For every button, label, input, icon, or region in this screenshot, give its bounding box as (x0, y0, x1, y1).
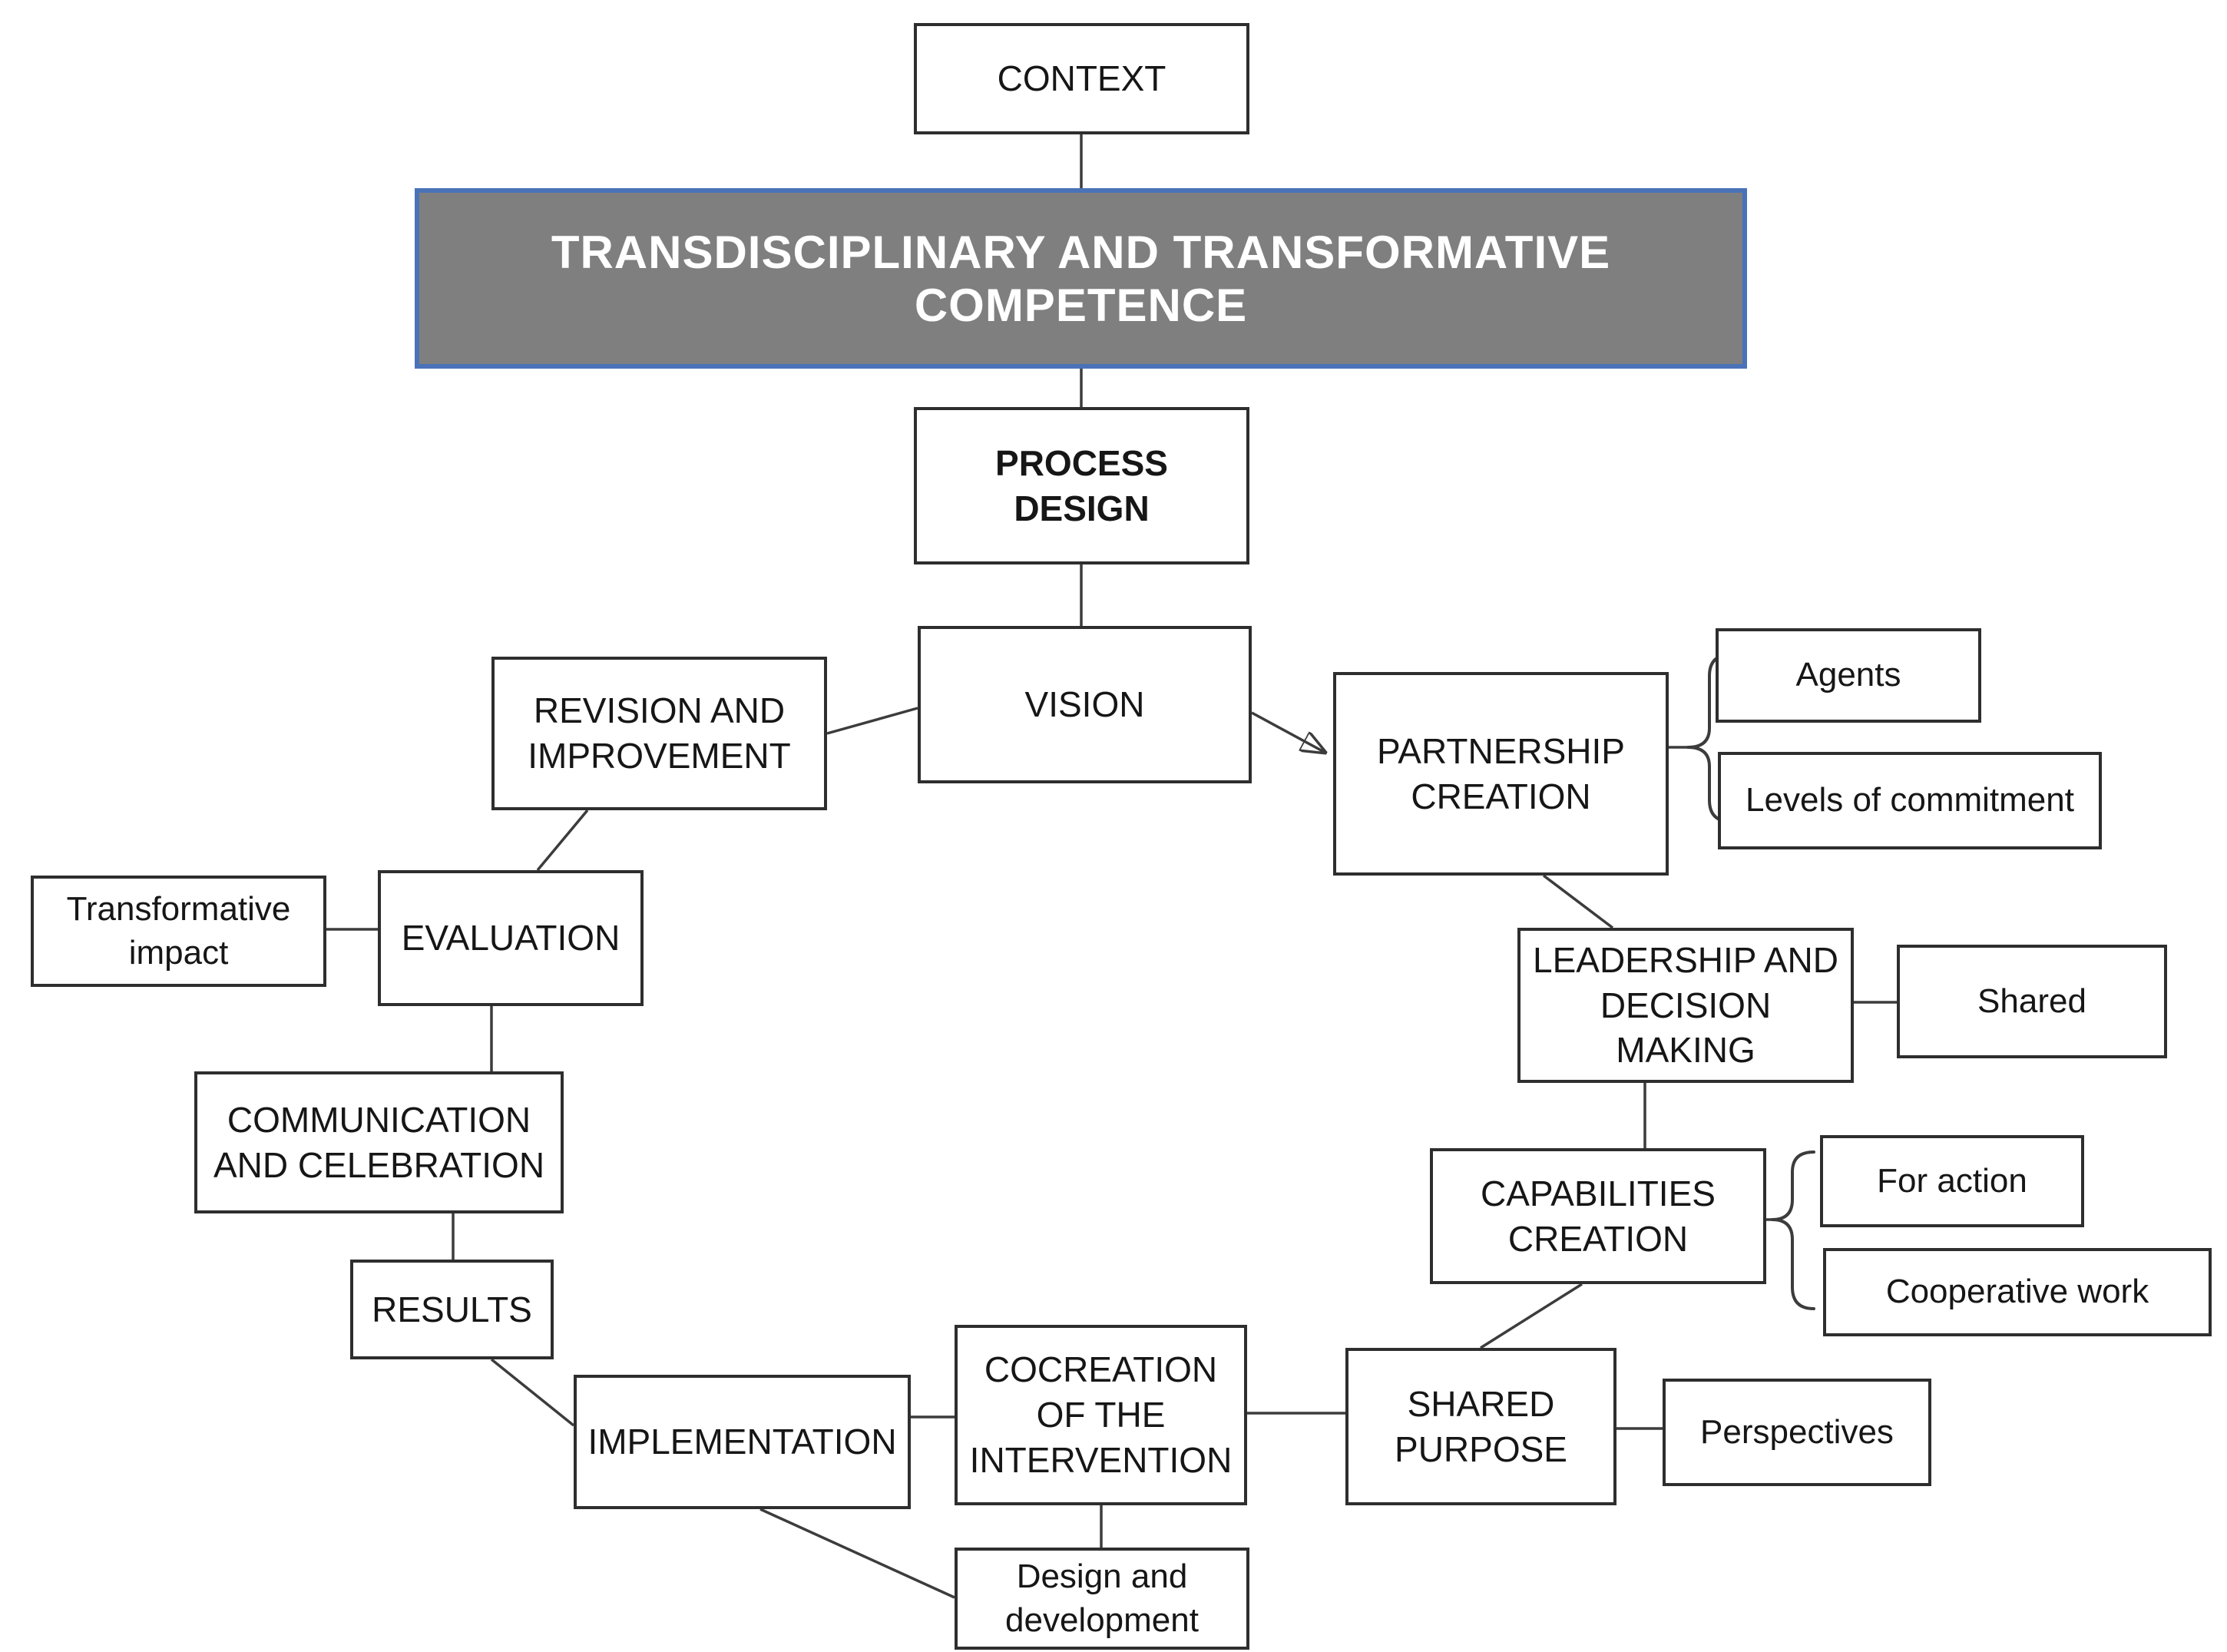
node-agents: Agents (1716, 628, 1981, 723)
edge-revision-evaluation (536, 809, 589, 872)
node-process-design: PROCESS DESIGN (914, 407, 1249, 564)
node-communication-celebration-label: COMMUNICATION AND CELEBRATION (213, 1099, 545, 1185)
edge-revision-vision (826, 707, 918, 735)
node-capabilities-creation: CAPABILITIES CREATION (1430, 1148, 1766, 1284)
edge-capabilities-shared-purpose (1480, 1283, 1583, 1349)
node-competence-banner: TRANSDISCIPLINARY AND TRANSFORMATIVE COM… (415, 188, 1747, 369)
node-partnership-creation-label: PARTNERSHIP CREATION (1377, 730, 1625, 816)
node-cooperative-work-label: Cooperative work (1885, 1273, 2149, 1311)
node-implementation: IMPLEMENTATION (574, 1375, 911, 1509)
node-shared-purpose: SHARED PURPOSE (1345, 1348, 1616, 1505)
node-perspectives: Perspectives (1663, 1379, 1931, 1486)
edge-results-implementation (490, 1358, 575, 1427)
node-levels-of-commitment-label: Levels of commitment (1746, 781, 2074, 819)
node-shared-purpose-label: SHARED PURPOSE (1395, 1383, 1567, 1469)
node-cocreation-intervention-label: COCREATION OF THE INTERVENTION (969, 1349, 1233, 1480)
node-for-action-label: For action (1877, 1161, 2027, 1200)
brace-partnership-annotations (1686, 653, 1733, 823)
brace-capabilities-annotations (1771, 1150, 1815, 1310)
node-transformative-impact-label: Transformative impact (66, 890, 291, 972)
node-evaluation: EVALUATION (378, 870, 644, 1006)
node-communication-celebration: COMMUNICATION AND CELEBRATION (194, 1071, 564, 1213)
node-transformative-impact: Transformative impact (31, 876, 326, 987)
node-agents-label: Agents (1795, 656, 1901, 694)
node-revision-improvement: REVISION AND IMPROVEMENT (491, 657, 827, 810)
node-perspectives-label: Perspectives (1700, 1412, 1894, 1451)
node-leadership-decision-making-label: LEADERSHIP AND DECISION MAKING (1533, 939, 1838, 1071)
node-implementation-label: IMPLEMENTATION (587, 1422, 897, 1462)
node-context-label: CONTEXT (997, 58, 1166, 99)
node-vision-label: VISION (1024, 684, 1145, 725)
node-shared-label: Shared (1977, 982, 2086, 1020)
node-levels-of-commitment: Levels of commitment (1718, 752, 2102, 849)
node-leadership-decision-making: LEADERSHIP AND DECISION MAKING (1517, 928, 1854, 1083)
edge-vision-partnership-arrow (1251, 711, 1325, 753)
node-for-action: For action (1820, 1135, 2084, 1227)
node-capabilities-creation-label: CAPABILITIES CREATION (1481, 1173, 1716, 1259)
node-design-development-label: Design and development (1005, 1558, 1199, 1639)
node-results: RESULTS (350, 1260, 554, 1359)
node-process-design-label: PROCESS DESIGN (995, 442, 1168, 528)
node-partnership-creation: PARTNERSHIP CREATION (1333, 672, 1669, 876)
edge-implementation-design (759, 1508, 955, 1599)
node-vision: VISION (918, 626, 1252, 783)
node-competence-banner-label: TRANSDISCIPLINARY AND TRANSFORMATIVE COM… (551, 226, 1611, 331)
node-results-label: RESULTS (372, 1289, 532, 1329)
node-shared: Shared (1897, 945, 2167, 1058)
node-revision-improvement-label: REVISION AND IMPROVEMENT (528, 690, 791, 776)
node-evaluation-label: EVALUATION (401, 918, 620, 958)
node-context: CONTEXT (914, 23, 1249, 134)
node-cooperative-work: Cooperative work (1823, 1248, 2212, 1336)
node-cocreation-intervention: COCREATION OF THE INTERVENTION (955, 1325, 1247, 1505)
edge-partnership-leadership (1542, 874, 1614, 929)
node-design-development: Design and development (955, 1548, 1249, 1650)
